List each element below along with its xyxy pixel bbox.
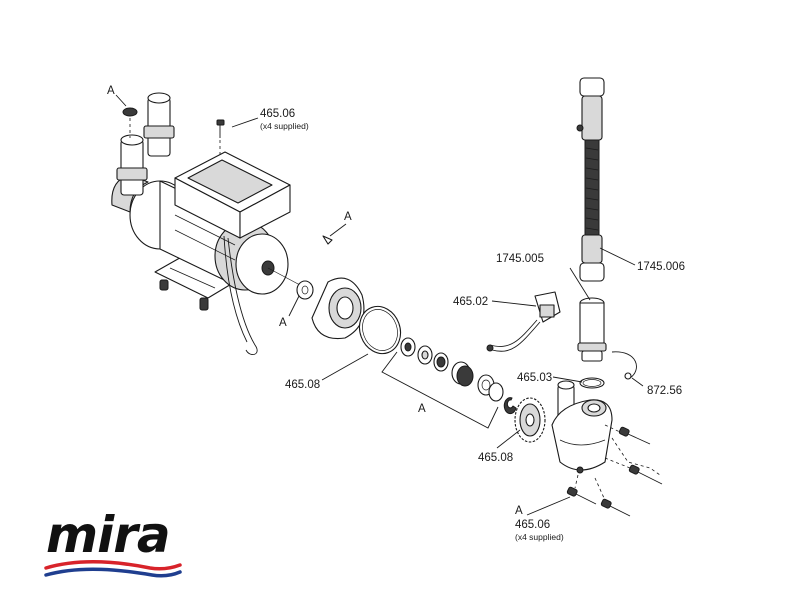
ref-a-seals: A	[418, 403, 426, 415]
label-1745-005: 1745.005	[496, 253, 544, 265]
ref-a-pin: A	[344, 211, 352, 223]
label-465-03: 465.03	[517, 372, 552, 384]
leader-lines	[115, 94, 644, 516]
clip-872-56	[611, 351, 637, 380]
label-1745-006: 1745.006	[637, 261, 685, 273]
logo-wave-red	[44, 560, 182, 571]
gear-part	[514, 397, 546, 443]
pump-motor-body	[111, 92, 301, 356]
label-465-02: 465.02	[453, 296, 488, 308]
pin-part	[322, 235, 333, 245]
washer-part	[296, 280, 314, 300]
ref-a-screws: A	[515, 505, 523, 517]
label-872-56: 872.56	[647, 385, 682, 397]
pump-head-housing	[551, 380, 613, 474]
ref-a-cap: A	[107, 85, 115, 97]
label-465-06-bottom: 465.06	[515, 519, 550, 531]
o-ring-large	[358, 305, 402, 355]
cable-465-02	[486, 291, 561, 352]
label-465-08-right: 465.08	[478, 452, 513, 464]
label-465-06-top: 465.06	[260, 108, 295, 120]
label-465-08-left: 465.08	[285, 379, 320, 391]
hose-assembly-1745-006	[576, 77, 605, 282]
adaptor-1745-005	[577, 297, 607, 362]
logo-wave-blue	[44, 567, 182, 578]
o-ring-465-03	[579, 377, 605, 389]
mira-logo: mira	[44, 506, 182, 578]
label-465-06-bottom-qty: (x4 supplied)	[515, 532, 564, 542]
impeller-cover	[311, 277, 365, 340]
logo-wordmark: mira	[46, 506, 170, 564]
screw-465-06-top	[216, 119, 225, 155]
seal-kit-parts	[400, 337, 517, 415]
label-465-06-top-qty: (x4 supplied)	[260, 121, 309, 131]
ref-a-washer: A	[279, 317, 287, 329]
screws-465-06-bottom	[566, 424, 663, 517]
